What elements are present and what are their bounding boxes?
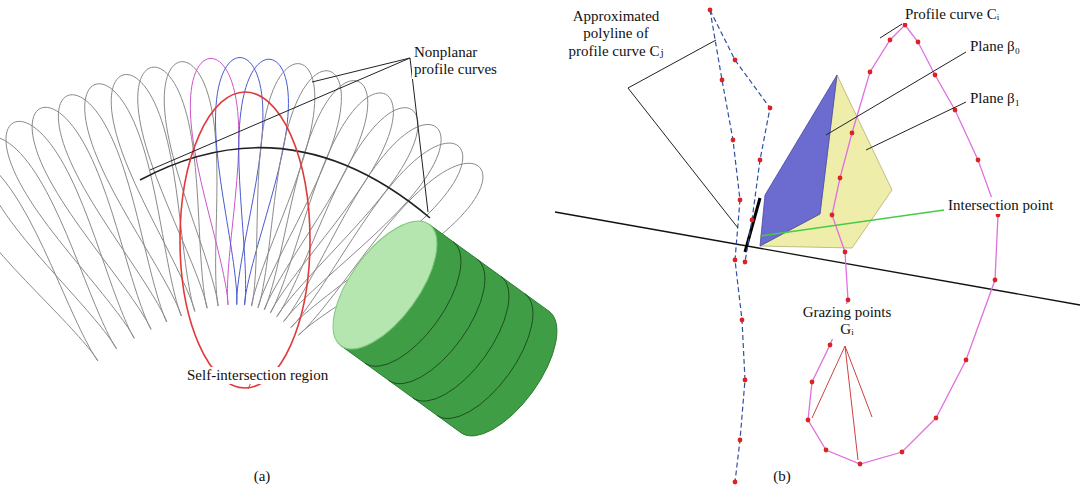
vertex-dot [733,58,738,63]
vertex-dot [993,278,998,283]
polyline-cj [710,10,770,262]
vertex-dot [858,462,863,467]
label: (b) [760,468,804,485]
vertex-dot [903,23,908,28]
vertex-dot [758,158,763,163]
leader-lines [150,58,428,212]
label: Nonplanar profile curves [412,44,516,79]
vertex-dot [740,318,745,323]
profile-curve [0,154,98,361]
vertex-dot [743,260,748,265]
cylinder-ring [437,294,533,419]
intersection-segment [745,198,760,252]
vertex-dot [750,218,755,223]
vertex-dot [838,176,843,181]
plane-beta1 [760,75,892,248]
leader-lines [812,346,872,460]
profile-curve [0,137,117,349]
vertex-dot [810,380,815,385]
cylinder-ring [413,276,509,401]
profile-curve [138,67,207,308]
profile-curve [58,95,166,322]
label: Plane β₀ [968,38,1072,55]
vertex-dot [888,38,893,43]
profile-curve [164,62,218,306]
label: (a) [240,468,284,485]
vertex-dot [846,298,851,303]
leader-lines [628,24,966,228]
cylinder-cap [313,204,456,365]
label: Approximated polyline of profile curve C… [560,8,672,60]
intersection-leader [760,210,944,236]
vertex-dot [976,158,981,163]
vertex-dot [830,213,835,218]
vertex-dot [738,198,743,203]
vertex-dot [733,480,738,485]
plane-beta0 [760,75,837,246]
label: Plane β₁ [968,90,1072,107]
green-cylinder [313,204,556,436]
vertex-dot [843,250,848,255]
profile-curve [6,121,134,338]
label: Intersection point [946,197,1080,214]
vertex-dot [733,258,738,263]
vertex-dot [900,450,905,455]
profile-curve [85,84,182,316]
vertex-dot [743,378,748,383]
vertex-dot [720,78,725,83]
vertex-dot [738,438,743,443]
vertex-dot [708,8,713,13]
vertex-dot [806,418,811,423]
vertex-dot [933,73,938,78]
polyline-cj [710,10,745,482]
vertex-dot [934,416,939,421]
vertex-dot [768,106,773,111]
vertex-dot [828,343,833,348]
vertex-dot [916,40,921,45]
vertex-dot [824,448,829,453]
vertex-dot [964,358,969,363]
spine-curve [140,148,430,218]
vertex-dot [868,70,873,75]
vertex-dot [850,131,855,136]
label: Profile curve Cᵢ [903,6,1037,23]
profile-polylines [708,8,1001,485]
profile-curve [239,59,289,305]
vertex-dot [731,138,736,143]
profile-curve [32,107,151,329]
label: Self-intersection region [185,367,369,384]
self-intersection-ellipse [180,92,310,388]
label: Grazing points Gᵢ [800,304,894,339]
